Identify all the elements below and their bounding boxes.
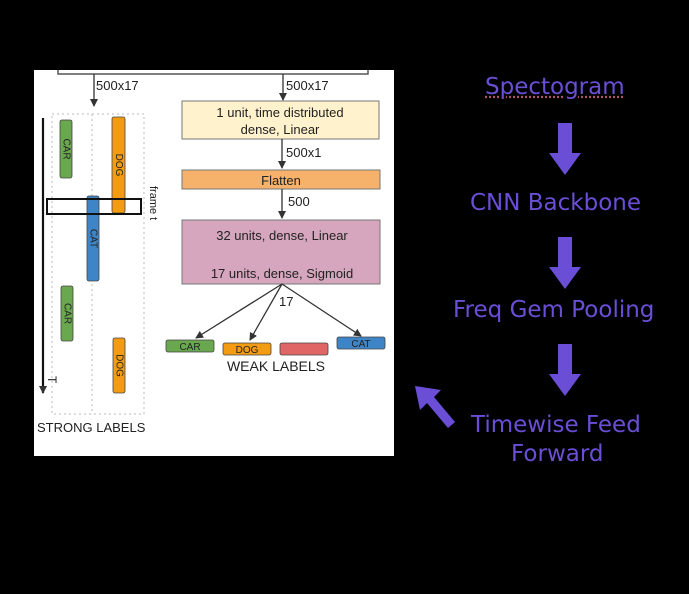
strong-label-bar	[60, 285, 74, 342]
dim-top-left: 500x17	[96, 78, 139, 93]
down-arrow-icon	[549, 123, 581, 175]
dense-layers-box	[181, 219, 381, 285]
dense-line-2: 17 units, dense, Sigmoid	[211, 266, 353, 281]
dense-line-1: 32 units, dense, Linear	[216, 228, 348, 243]
dim-after-flatten: 500	[288, 194, 310, 209]
strong-label-bar	[59, 119, 73, 179]
strong-labels-caption: STRONG LABELS	[37, 420, 146, 435]
arrow-to-car	[195, 283, 283, 339]
strong-label-text: CAT	[87, 229, 98, 248]
pipeline-step-timewise-feed: Timewise Feed	[471, 412, 641, 438]
diagram-svg: 500x17 500x17 1 unit, time distributed d…	[37, 70, 386, 435]
architecture-diagram: 500x17 500x17 1 unit, time distributed d…	[34, 70, 394, 456]
strong-labels-bars: CAR DOG CAT CAR DOG	[59, 116, 126, 394]
pipeline-step-spectogram: Spectogram	[485, 74, 625, 100]
weak-labels-caption: WEAK LABELS	[227, 358, 325, 374]
up-left-arrow-icon	[415, 386, 455, 428]
dim-output: 17	[279, 294, 293, 309]
weak-label-chip	[222, 342, 272, 356]
arrow-to-cat	[281, 283, 362, 337]
down-arrow-icon	[549, 344, 581, 396]
strong-label-text: CAR	[60, 138, 71, 159]
weak-label-chip	[165, 339, 215, 353]
flatten-label: Flatten	[261, 173, 301, 188]
flatten-box	[181, 169, 381, 190]
weak-label-text: CAT	[351, 339, 370, 350]
td-line-2: dense, Linear	[241, 122, 320, 137]
pipeline-step-freq-gem-pooling: Freq Gem Pooling	[453, 297, 655, 323]
frame-t-highlight	[46, 198, 142, 215]
td-line-1: 1 unit, time distributed	[216, 105, 343, 120]
time-axis-label: T	[45, 376, 59, 384]
pipeline-step-forward: Forward	[511, 441, 604, 467]
strong-label-text: DOG	[113, 154, 124, 177]
pipeline-step-cnn-backbone: CNN Backbone	[470, 190, 642, 216]
weak-label-chip	[279, 342, 329, 356]
dim-after-td: 500x1	[286, 145, 321, 160]
strong-label-bar	[112, 337, 126, 394]
weak-label-text: DOG	[236, 345, 259, 356]
top-layer-box	[57, 70, 369, 75]
weak-labels-row: CAR DOG CAT	[165, 336, 386, 356]
frame-t-label: frame t	[147, 186, 159, 220]
down-arrow-icon	[549, 237, 581, 289]
arrow-to-dog	[249, 283, 283, 341]
weak-label-text: CAR	[179, 342, 200, 353]
strong-label-bar	[86, 195, 100, 282]
weak-label-chip	[336, 336, 386, 350]
strong-label-text: DOG	[113, 354, 124, 377]
strong-label-text: CAR	[61, 303, 72, 324]
dim-top-right: 500x17	[286, 78, 329, 93]
time-distributed-box	[181, 100, 380, 140]
